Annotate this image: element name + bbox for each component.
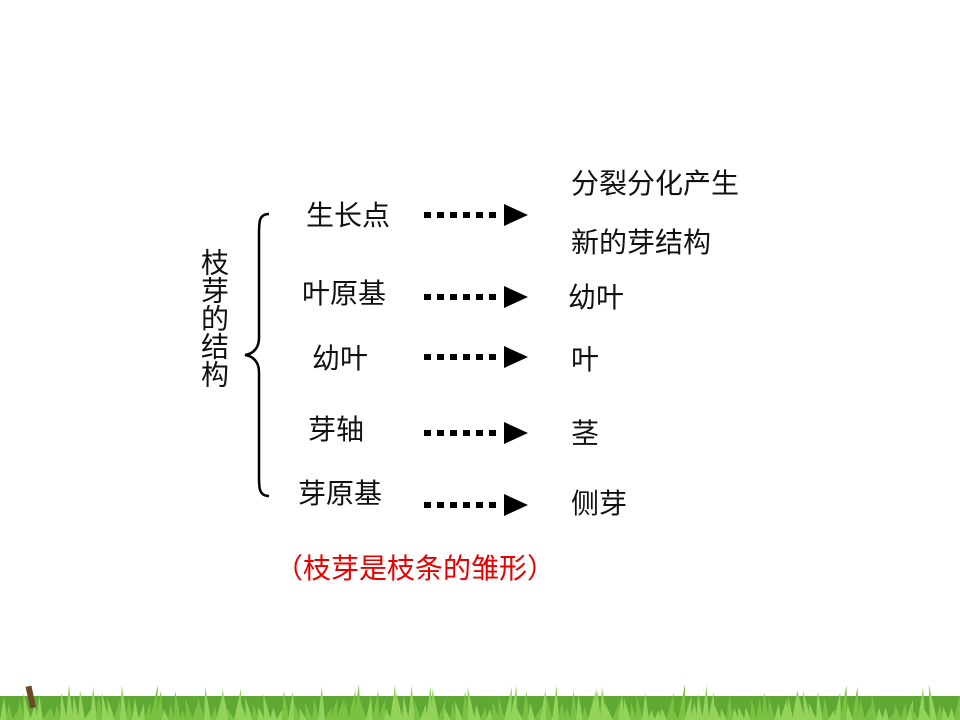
curly-brace — [244, 212, 270, 498]
part-label-bud-primordium: 芽原基 — [298, 477, 383, 510]
part-label-young-leaf: 幼叶 — [312, 342, 369, 375]
result-growth-point-line1: 分裂分化产生 — [571, 167, 740, 200]
dotted-arrow — [424, 422, 528, 444]
result-bud-primordium: 侧芽 — [571, 487, 628, 520]
dotted-arrow — [424, 204, 528, 226]
dotted-arrow — [424, 346, 528, 368]
vertical-title: 枝芽的结构 — [197, 248, 230, 388]
result-bud-axis: 茎 — [571, 417, 600, 450]
part-label-leaf-primordium: 叶原基 — [302, 277, 387, 310]
dotted-arrow — [424, 494, 528, 516]
part-label-bud-axis: 芽轴 — [308, 413, 365, 446]
dotted-arrow — [424, 286, 528, 308]
part-label-growth-point: 生长点 — [306, 199, 391, 232]
footnote: （枝芽是枝条的雏形） — [275, 552, 556, 585]
result-growth-point-line2: 新的芽结构 — [571, 226, 712, 259]
result-leaf-primordium: 幼叶 — [568, 281, 625, 314]
result-young-leaf: 叶 — [571, 343, 600, 376]
grass-decoration — [0, 684, 960, 720]
